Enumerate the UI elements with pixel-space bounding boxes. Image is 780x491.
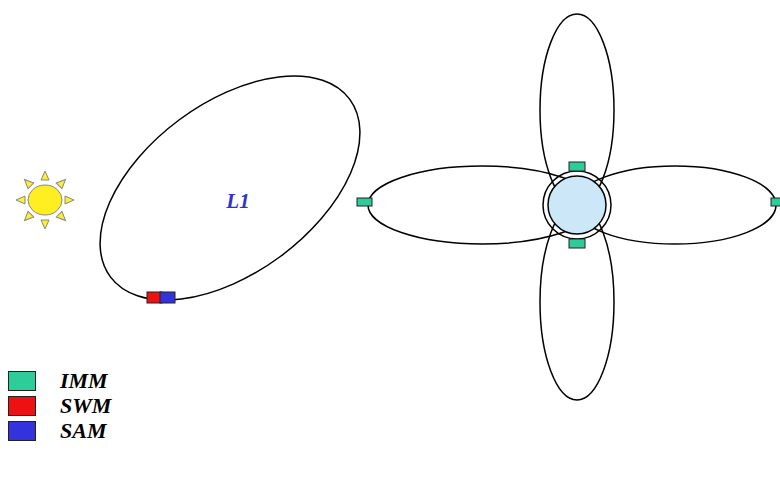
legend-entry: IMM <box>8 368 108 394</box>
earth-symbol <box>548 176 606 234</box>
halo-orbit <box>60 31 401 345</box>
legend-label: SAM <box>60 418 106 444</box>
sun-symbol <box>16 171 74 229</box>
legend-swatch <box>8 396 36 416</box>
legend-entry: SWM <box>8 393 111 419</box>
spacecraft-symbol <box>160 292 175 303</box>
legend-label: SWM <box>60 393 111 419</box>
orbit-label: L1 <box>226 189 249 214</box>
earth-orbits <box>368 14 776 400</box>
legend-label: IMM <box>60 368 108 394</box>
legend-swatch <box>8 421 36 441</box>
legend-swatch <box>8 371 36 391</box>
legend-entry: SAM <box>8 418 106 444</box>
imm-spacecraft <box>357 162 780 248</box>
orbit-region: L1 <box>95 70 365 310</box>
